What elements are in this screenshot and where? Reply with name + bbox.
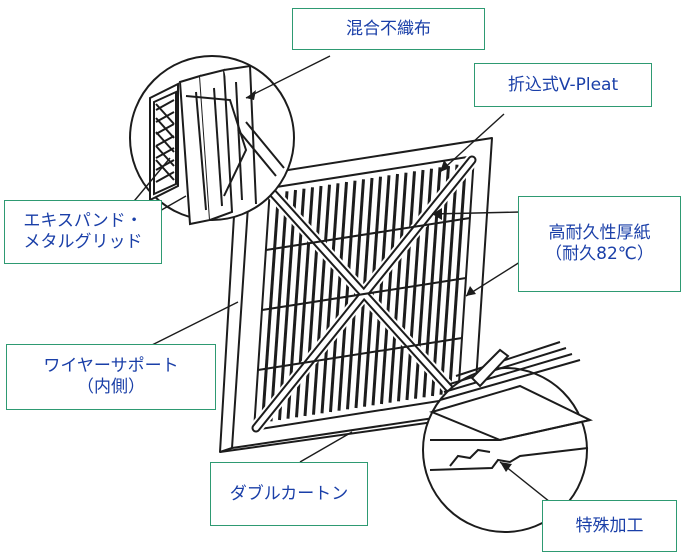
label-expanded-grid-line1: エキスパンド・	[23, 211, 143, 231]
label-double-carton-text: ダブルカートン	[229, 483, 349, 504]
label-durable-board-line1: 高耐久性厚紙	[548, 223, 651, 243]
arrow-heads	[246, 90, 512, 472]
label-special-processing-text: 特殊加工	[575, 515, 644, 536]
label-wire-support: ワイヤーサポート （内側）	[6, 344, 216, 410]
label-durable-board-line2: （耐久82℃）	[545, 244, 654, 264]
label-mixed-nonwoven-text: 混合不織布	[346, 18, 431, 39]
crossbars	[257, 217, 471, 371]
label-expanded-grid-line2: メタルグリッド	[23, 232, 143, 252]
label-wire-support-line2: （内側）	[77, 377, 145, 397]
label-expanded-metal-grid: エキスパンド・ メタルグリッド	[4, 200, 162, 264]
label-durable-board: 高耐久性厚紙 （耐久82℃）	[518, 196, 681, 292]
label-wire-support-line1: ワイヤーサポート	[43, 356, 179, 376]
detail-circle-edge	[422, 341, 594, 533]
label-folded-vpleat-text: 折込式V-Pleat	[507, 74, 619, 95]
label-special-processing: 特殊加工	[542, 500, 677, 552]
label-folded-vpleat: 折込式V-Pleat	[474, 63, 652, 107]
label-double-carton: ダブルカートン	[210, 462, 368, 526]
label-mixed-nonwoven: 混合不織布	[292, 8, 485, 50]
